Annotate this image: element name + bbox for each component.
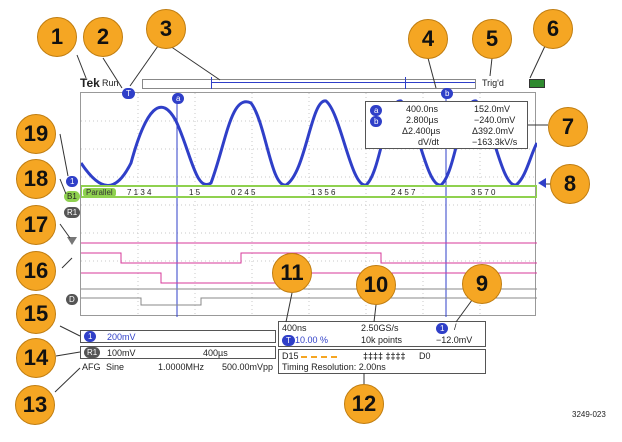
bus-value-4: 2 4 5 7 [391,188,416,197]
dvdt-label: dV/dt [418,137,440,147]
digital-pattern: ‡‡‡‡ ‡‡‡‡ [363,351,406,361]
cursor-b-value: −240.0mV [474,115,516,125]
dvdt-value: −163.3kV/s [472,137,518,147]
callout-11: 11 [272,253,312,293]
digital-d0: D0 [419,351,431,361]
digital-readout[interactable]: D15 ‡‡‡‡ ‡‡‡‡ D0 Timing Resolution: 2.00… [278,349,486,374]
callout-10: 10 [356,265,396,305]
callout-19: 19 [16,114,56,154]
horizontal-scale: 400ns [282,323,307,333]
afg-label: AFG [82,362,101,372]
run-state: Run [102,78,119,88]
callout-6: 6 [533,9,573,49]
afg-frequency: 1.0000MHz [158,362,205,372]
digital-label: D15 [282,351,299,361]
record-length: 10k points [361,335,403,345]
cursor-readout-panel: a 400.0ns 152.0mV b 2.800µs −240.0mV Δ2.… [365,101,528,149]
ref1-badge: R1 [84,347,101,358]
trigger-state: Trig'd [482,78,504,88]
callout-4: 4 [408,19,448,59]
cursor-b-time: 2.800µs [406,115,439,125]
callout-2: 2 [83,17,123,57]
horizontal-position: 10.00 % [295,335,329,345]
afg-readout[interactable]: AFG Sine 1.0000MHz 500.00mVpp [80,361,276,374]
trigger-source: 1 [436,323,449,334]
afg-waveform: Sine [106,362,125,372]
cursor-a-time: 400.0ns [406,104,439,114]
callout-8: 8 [550,164,590,204]
status-bar: Tek Run Trig'd [80,75,548,91]
trigger-level: −12.0mV [436,335,473,345]
callout-9: 9 [462,264,502,304]
trigger-position-marker[interactable]: T [122,88,135,99]
callout-5: 5 [472,19,512,59]
cursor-delta-time: Δ2.400µs [402,126,441,136]
callout-16: 16 [16,251,56,291]
cursor-delta-value: Δ392.0mV [472,126,515,136]
channel1-badge: 1 [84,331,97,342]
callout-14: 14 [16,338,56,378]
cursor-a-marker[interactable]: a [172,93,185,104]
graticule: Parallel 7 1 3 4 1 5 0 2 4 5 1 3 5 6 2 4… [80,92,537,317]
callout-13: 13 [15,385,55,425]
digital-marker[interactable]: D [66,294,78,305]
sample-rate: 2.50GS/s [361,323,399,333]
bus-value-1: 1 5 [189,188,201,197]
figure-id: 3249-023 [572,410,606,419]
bus-track [81,185,537,198]
readout-b-badge: b [370,116,383,127]
afg-level-marker-icon [67,237,77,245]
cursor-a-value: 152.0mV [474,104,511,114]
bus-label: Parallel [83,188,116,197]
digital-traces [81,242,537,284]
cursor-b-marker[interactable]: b [441,88,454,99]
waveform-area [81,93,537,317]
bus-value-3: 1 3 5 6 [311,188,336,197]
callout-3: 3 [146,9,186,49]
callout-1: 1 [37,17,77,57]
callout-15: 15 [16,294,56,334]
record-view-bar [142,77,476,89]
readout-a-badge: a [370,105,383,116]
callout-12: 12 [344,384,384,424]
callout-18: 18 [16,159,56,199]
bus-value-5: 3 5 7 0 [471,188,496,197]
channel1-readout[interactable]: 1 200mV [80,330,276,343]
callout-7: 7 [548,107,588,147]
trigger-slope-icon: / [454,322,457,332]
bus-value-2: 0 2 4 5 [231,188,256,197]
afg-amplitude: 500.00mVpp [222,362,274,372]
ref1-readout[interactable]: R1 100mV 400µs [80,346,276,359]
channel-ground-marker[interactable]: 1 [66,176,79,187]
ref1-time: 400µs [203,348,228,358]
bus-marker[interactable]: B1 [64,191,80,202]
digital-threshold-icon [301,356,337,359]
horizontal-position-icon: T [282,335,295,346]
brand-logo: Tek [80,76,100,90]
ref1-scale: 100mV [107,348,136,358]
timing-resolution: Timing Resolution: 2.00ns [282,362,386,372]
trigger-level-icon[interactable] [538,178,546,188]
trigger-readout[interactable]: 1 / −12.0mV [432,321,486,347]
callout-17: 17 [16,205,56,245]
channel1-scale: 200mV [107,332,136,342]
battery-icon [529,79,545,88]
ref-marker[interactable]: R1 [64,207,81,218]
bus-value-0: 7 1 3 4 [127,188,152,197]
